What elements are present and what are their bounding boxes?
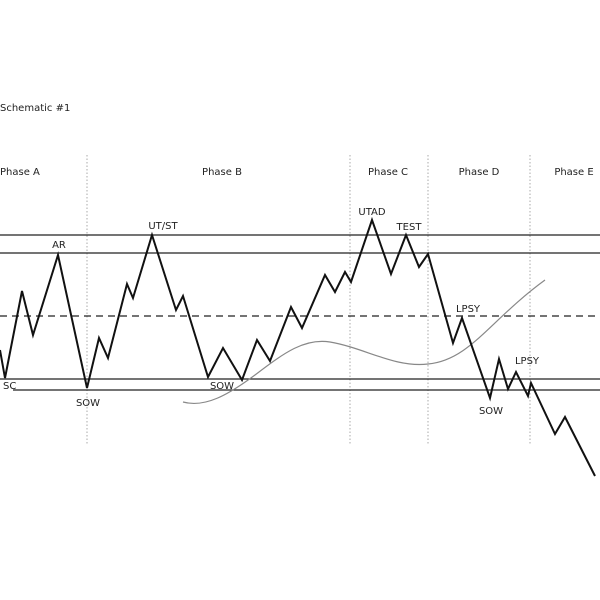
schematic-title: Schematic #1 xyxy=(0,103,70,114)
phase-dividers xyxy=(86,155,531,445)
phase-e-label: Phase E xyxy=(554,167,593,178)
event-utst-label: UT/ST xyxy=(148,221,178,232)
trend-curve xyxy=(182,279,546,405)
phase-c-label: Phase C xyxy=(368,167,408,178)
event-sow-3-label: SOW xyxy=(479,406,503,417)
phase-d-label: Phase D xyxy=(459,167,500,178)
event-utad-label: UTAD xyxy=(358,207,385,218)
event-lpsy-2-label: LPSY xyxy=(515,356,540,367)
event-test-label: TEST xyxy=(396,222,423,233)
event-lpsy-1-label: LPSY xyxy=(456,304,481,315)
phase-b-label: Phase B xyxy=(202,167,242,178)
event-ar-label: AR xyxy=(52,240,66,251)
event-sc-label: SC xyxy=(3,381,16,392)
price-path xyxy=(0,216,596,477)
event-sow-2-label: SOW xyxy=(210,381,234,392)
phase-a-label: Phase A xyxy=(0,167,40,178)
range-lines xyxy=(0,234,600,391)
event-sow-1-label: SOW xyxy=(76,398,100,409)
